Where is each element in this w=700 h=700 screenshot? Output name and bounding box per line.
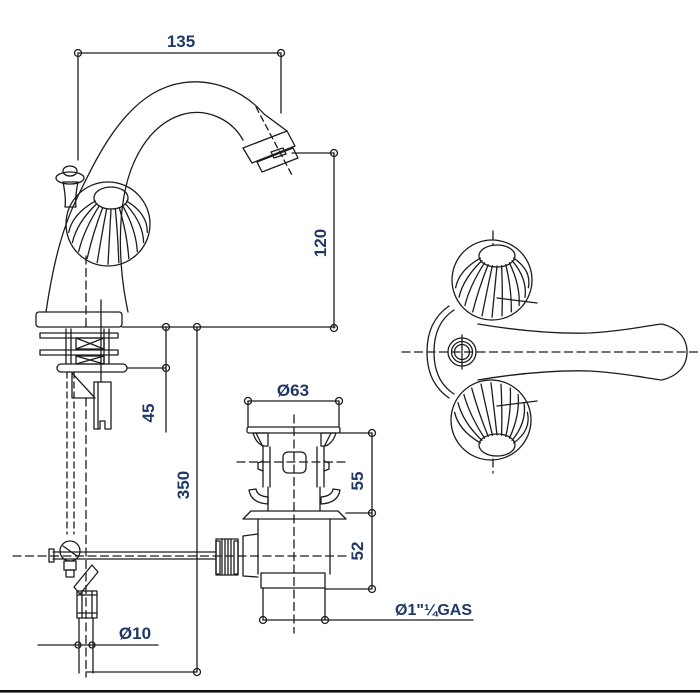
escutcheon-inner [433,309,455,395]
page-rule [0,690,700,693]
dim-waste-flange-dia-label: Ø63 [277,381,309,400]
faucet-side-view [12,81,351,678]
clip-left [248,488,269,505]
dimension-annotations: 135 120 45 350 Ø10 Ø63 55 52 Ø1"¼GAS [37,32,474,677]
waste-band [260,572,326,589]
faucet-body-spout [45,81,299,313]
gasket-wing-left [252,432,269,447]
dim-supply-length-label: 350 [174,471,193,499]
wedge-hatch-upper [71,372,96,399]
waste-collar [242,510,347,520]
hose-fitting [76,590,98,619]
drain-assembly-view [215,414,349,634]
clip-right [320,488,341,505]
dim-waste-lower-label: 52 [348,542,367,561]
dimension-endpoints [73,48,377,677]
dim-supply-dia-label: Ø10 [119,624,151,643]
supply-and-linkage [12,371,351,678]
dim-clamp-height-label: 45 [139,404,158,423]
escutcheon-outer [426,305,450,399]
ball-handle-top [451,230,533,321]
ball-handle-bottom [450,379,532,474]
gasket-wing-right [320,432,337,447]
spout-base-rosette [447,334,477,370]
finial [55,165,85,208]
flow-centerline [255,106,294,178]
dim-waste-thread-label: Ø1"¼GAS [395,602,472,619]
base-flange [35,311,123,328]
dim-waste-upper-label: 55 [348,472,367,491]
backnut [56,363,128,373]
dim-outlet-height-label: 120 [311,229,330,257]
pop-up-window [282,451,307,474]
wedge-hatch-lower [73,564,99,595]
faucet-top-view [401,230,700,474]
dim-spout-reach-label: 135 [167,32,195,51]
ball-handle-side [65,181,151,267]
fixing-bracket [93,381,112,430]
lever-spout [477,323,688,381]
rod-connector [242,533,259,578]
mounting-hardware [39,328,128,430]
knurled-nut [215,538,239,576]
waste-top-plate [246,426,341,434]
